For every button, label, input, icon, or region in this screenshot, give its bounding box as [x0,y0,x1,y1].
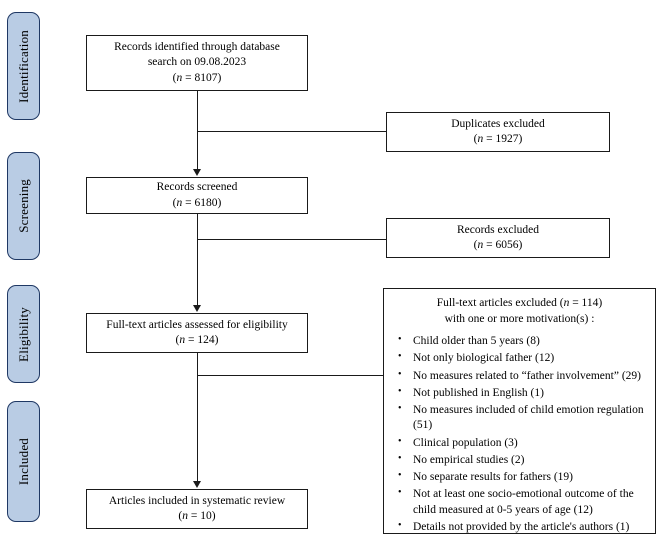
records-screened-count: (n = 6180) [173,196,222,211]
n-symbol: n [563,297,570,309]
articles-included-count: (n = 10) [178,509,215,524]
list-item: • Child older than 5 years (8) [393,334,646,350]
paren-open: ( [172,71,177,84]
reason-text: No measures related to “father involveme… [413,369,641,382]
n-symbol: n [477,133,484,145]
stage-label-eligibility: Eligibility [15,306,31,362]
bullet-icon: • [398,469,402,481]
paren-open: ( [172,196,177,209]
arrow-screened-to-eligibility [192,305,201,312]
connector-to-records-excluded [197,239,387,240]
count-value: = 6180) [182,196,222,209]
reason-text: Clinical population (3) [413,436,518,449]
exclusion-heading: Full-text articles excluded (n = 114) wi… [393,296,646,327]
exclusion-heading-line1: Full-text articles excluded (n = 114) [393,296,646,312]
connector-to-exclusion-reasons [197,375,384,376]
stage-pill-screening: Screening [7,152,40,260]
box-duplicates-excluded: Duplicates excluded (n = 1927) [386,112,610,152]
n-symbol: n [176,71,183,84]
box-fulltext-assessed: Full-text articles assessed for eligibil… [86,313,308,353]
connector-identified-to-screened [197,91,198,170]
count-value: = 1927) [483,133,523,145]
records-screened-line1: Records screened [156,181,238,194]
list-item: • No separate results for fathers (19) [393,470,646,486]
n-symbol: n [176,196,183,209]
stage-label-identification: Identification [15,29,31,103]
stage-label-included: Included [15,437,31,486]
reason-text: Not only biological father (12) [413,352,555,365]
articles-included-line1: Articles included in systematic review [108,494,286,507]
arrow-fulltext-to-included [192,481,201,488]
box-records-identified: Records identified through database sear… [86,35,308,91]
stage-pill-included: Included [7,401,40,522]
fulltext-assessed-count: (n = 124) [176,333,219,348]
n-symbol: n [179,334,186,346]
connector-screened-to-eligibility [197,214,198,306]
count-value: = 6056) [483,239,523,251]
bullet-icon: • [398,351,402,363]
records-excluded-line1: Records excluded [456,223,540,236]
n-symbol: n [477,239,484,251]
box-exclusion-reasons: Full-text articles excluded (n = 114) wi… [383,288,656,534]
bullet-icon: • [398,334,402,346]
duplicates-line1: Duplicates excluded [451,117,545,130]
reason-text: No separate results for fathers (19) [413,470,573,483]
paren-open: ( [175,334,180,346]
count-value: = 10) [188,510,216,522]
count-value: = 124) [185,334,219,346]
records-identified-count: (n = 8107) [173,71,222,86]
connector-to-duplicates [197,131,387,132]
box-articles-included: Articles included in systematic review (… [86,489,308,529]
stage-pill-identification: Identification [7,12,40,120]
box-records-screened: Records screened (n = 6180) [86,177,308,214]
connector-fulltext-to-included [197,353,198,482]
paren-open: ( [473,239,478,251]
stage-pill-eligibility: Eligibility [7,285,40,383]
count-value: = 8107) [182,71,222,84]
list-item: • Details not provided by the article's a… [393,520,646,536]
stage-label-screening: Screening [15,179,31,233]
list-item: • No empirical studies (2) [393,453,646,469]
records-identified-line1: Records identified through database [114,40,280,53]
bullet-icon: • [398,519,402,531]
records-excluded-count: (n = 6056) [474,238,523,253]
bullet-icon: • [398,435,402,447]
exclusion-heading-text: Full-text articles excluded ( [436,297,564,309]
bullet-icon: • [398,486,402,498]
arrow-identified-to-screened [192,169,201,176]
reason-text: No measures included of child emotion re… [413,403,644,432]
bullet-icon: • [398,402,402,414]
list-item: • Not at least one socio-emotional outcom… [393,487,646,518]
reason-text: Not at least one socio-emotional outcome… [413,487,634,516]
duplicates-count: (n = 1927) [474,132,523,147]
list-item: • No measures included of child emotion r… [393,403,646,434]
list-item: • No measures related to “father involvem… [393,369,646,385]
exclusion-reason-list: • Child older than 5 years (8) • Not only … [393,334,646,535]
exclusion-count-value: = 114) [569,297,603,309]
exclusion-heading-line2: with one or more motivation(s) : [444,312,595,325]
reason-text: No empirical studies (2) [413,453,525,466]
bullet-icon: • [398,452,402,464]
list-item: • Not only biological father (12) [393,351,646,367]
bullet-icon: • [398,385,402,397]
box-records-excluded: Records excluded (n = 6056) [386,218,610,258]
reason-text: Details not provided by the article's au… [413,520,630,533]
paren-open: ( [178,510,183,522]
reason-text: Not published in English (1) [413,386,544,399]
list-item: • Not published in English (1) [393,386,646,402]
bullet-icon: • [398,368,402,380]
fulltext-assessed-line1: Full-text articles assessed for eligibil… [106,318,288,331]
reason-text: Child older than 5 years (8) [413,335,540,348]
n-symbol: n [182,510,188,522]
records-identified-line2: search on 09.08.2023 [147,56,247,69]
list-item: • Clinical population (3) [393,436,646,452]
paren-open: ( [473,133,478,145]
